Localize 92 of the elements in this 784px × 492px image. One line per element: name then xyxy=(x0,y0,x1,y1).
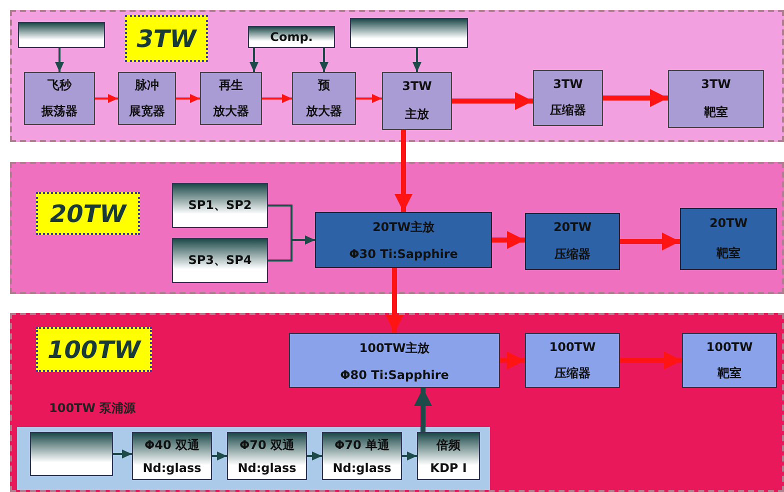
box-label: Nd:glass xyxy=(332,461,392,476)
box-label: 压缩器 xyxy=(554,364,590,382)
box-label: Nd:glass xyxy=(142,461,202,476)
process-box xyxy=(525,213,620,270)
arrow xyxy=(386,268,404,333)
process-box xyxy=(227,432,307,480)
band-panel xyxy=(10,10,784,142)
arrow xyxy=(620,352,682,370)
box-label: 压缩器 xyxy=(550,102,586,120)
box-label: 100TW xyxy=(549,340,596,354)
panel-heading: 100TW 泵浦源 xyxy=(49,400,136,417)
box-label: 预 xyxy=(318,77,330,94)
arrow xyxy=(394,130,412,212)
box-label: 放大器 xyxy=(213,102,249,120)
level-label: 20TW xyxy=(50,200,126,228)
box-label: 100TW主放 xyxy=(359,340,430,356)
process-box xyxy=(680,208,777,270)
arrow xyxy=(212,452,227,460)
box-label: 倍频 xyxy=(436,436,460,454)
box-label: 靶室 xyxy=(704,104,728,121)
arrow xyxy=(268,236,315,262)
arrow xyxy=(412,48,422,72)
box-label: Φ30 Ti:Sapphire xyxy=(349,247,458,262)
arrow xyxy=(262,94,292,103)
process-box xyxy=(24,72,95,125)
level-label: 100TW xyxy=(48,336,140,364)
process-box xyxy=(525,333,620,388)
source-box xyxy=(172,183,268,228)
box-label: 20TW xyxy=(709,216,748,230)
process-box xyxy=(417,432,480,480)
box-label: 放大器 xyxy=(306,102,342,120)
process-box xyxy=(200,72,262,125)
box-label: 飞秒 xyxy=(48,77,72,94)
level-label: 3TW xyxy=(136,24,196,52)
box-label: 脉冲 xyxy=(135,77,159,94)
box-label: 3TW xyxy=(553,76,583,91)
band-panel xyxy=(10,313,784,492)
process-box xyxy=(533,70,603,126)
box-label: Φ80 Ti:Sapphire xyxy=(340,368,449,382)
process-box xyxy=(292,72,356,125)
box-label: Φ70 双通 xyxy=(239,436,295,454)
box-label: Nd:glass xyxy=(238,461,296,476)
arrow xyxy=(320,48,328,72)
box-label: 再生 xyxy=(219,77,243,94)
process-box xyxy=(682,333,777,388)
process-box xyxy=(289,333,500,388)
arrow xyxy=(402,452,417,460)
arrow xyxy=(95,94,118,103)
box-label: 主放 xyxy=(405,106,429,123)
box-label: 振荡器 xyxy=(42,102,78,120)
level-tag xyxy=(36,192,140,235)
box-label: 压缩器 xyxy=(554,246,590,263)
source-box xyxy=(350,18,468,48)
box-label: Comp. xyxy=(270,30,313,44)
arrow xyxy=(176,94,200,103)
process-box xyxy=(322,432,402,480)
arrow xyxy=(492,231,525,249)
arrow xyxy=(356,94,382,103)
level-tag xyxy=(125,15,208,62)
box-label: 展宽器 xyxy=(129,102,165,120)
arrow xyxy=(113,450,132,458)
box-label: SP3、SP4 xyxy=(188,252,252,269)
source-box xyxy=(172,238,268,283)
process-box xyxy=(118,72,176,125)
process-box xyxy=(315,212,492,268)
level-tag xyxy=(36,327,152,372)
arrow xyxy=(500,352,525,370)
process-box xyxy=(668,70,764,128)
source-box xyxy=(248,26,335,48)
arrow xyxy=(603,89,668,107)
box-label: 20TW主放 xyxy=(372,218,435,236)
box-label: Φ40 双通 xyxy=(144,436,200,454)
box-label: 3TW xyxy=(402,79,432,94)
arrow xyxy=(55,48,64,72)
box-label: 20TW xyxy=(553,220,592,234)
source-box xyxy=(18,22,105,48)
arrow xyxy=(620,232,680,250)
source-box xyxy=(30,432,113,476)
arrow xyxy=(414,388,432,432)
box-label: KDP I xyxy=(430,461,467,476)
box-label: 靶室 xyxy=(718,364,742,382)
box-label: 3TW xyxy=(701,77,731,92)
band-panel xyxy=(10,162,784,294)
box-label: 100TW xyxy=(706,340,753,354)
arrow xyxy=(250,48,258,72)
box-label: 靶室 xyxy=(716,244,740,262)
box-label: Φ70 单通 xyxy=(334,436,390,454)
process-box xyxy=(382,72,452,130)
arrow xyxy=(452,92,533,110)
box-label: SP1、SP2 xyxy=(188,197,252,214)
arrow xyxy=(307,452,322,460)
process-box xyxy=(132,432,212,480)
